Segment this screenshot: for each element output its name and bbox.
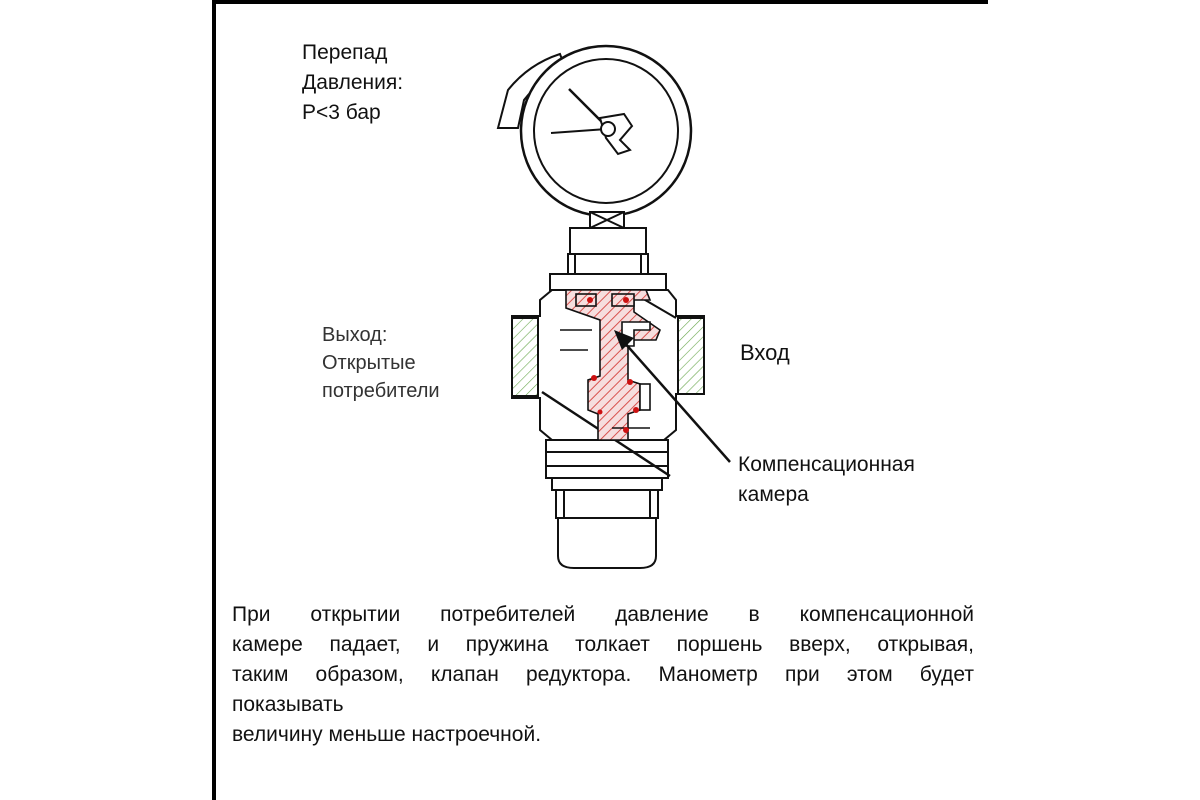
o-ring-seals [587, 297, 639, 433]
pressure-diff-label: Перепад Давления: P<3 бар [302, 38, 403, 128]
inlet-label: Вход [740, 340, 790, 365]
chamber-line: Компенсационная [738, 453, 915, 476]
outlet-line: Открытые [322, 352, 416, 374]
caption-line: показывать [232, 693, 344, 716]
pressure-diff-line: Перепад [302, 41, 388, 64]
chamber-leader-arrow [614, 330, 731, 463]
outlet-label: Выход: Открытые потребители [322, 321, 440, 405]
chamber-line: камера [738, 483, 809, 506]
chamber-label: Компенсационная камера [738, 450, 915, 510]
frame-border-left [212, 0, 216, 800]
pressure-gauge [496, 44, 693, 229]
description-caption: При открытии потребителей давление в ком… [232, 600, 974, 750]
outlet-line: Выход: [322, 324, 388, 346]
pressure-diff-line: P<3 бар [302, 101, 381, 124]
caption-line: таким образом, клапан редуктора. Маномет… [232, 663, 974, 686]
frame-border-top [212, 0, 988, 4]
caption-line: камере падает, и пружина толкает поршень… [232, 633, 974, 656]
pressure-diff-line: Давления: [302, 71, 404, 94]
outlet-line: потребители [322, 380, 440, 402]
caption-line: При открытии потребителей давление в ком… [232, 603, 974, 626]
caption-line: величину меньше настроечной. [232, 723, 542, 746]
